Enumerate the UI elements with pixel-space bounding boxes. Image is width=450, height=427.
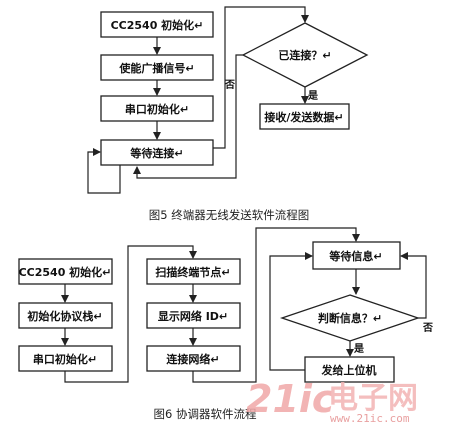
fig6-arrow-connect-wait xyxy=(192,227,360,383)
fig6-box-connect xyxy=(146,345,241,372)
figure-5: CC2540 初始化↵ 使能广播信号↵ 串口初始化↵ 等待连接↵ 已连接？↵ 接… xyxy=(87,6,369,222)
watermark-number: 21ic xyxy=(246,377,335,421)
watermark-url: www.21ic.com xyxy=(330,412,410,425)
fig5-box-init xyxy=(100,11,214,38)
fig6-box-protocol xyxy=(18,302,113,329)
fig6-label-show-id: 显示网络 ID↵ xyxy=(158,309,228,323)
fig5-label-send: 接收/发送数据↵ xyxy=(264,110,343,124)
fig6-arrow-serial-scan xyxy=(64,245,197,383)
fig6-label-init: CC2540 初始化↵ xyxy=(19,265,112,279)
watermark-cn: 电子网 xyxy=(328,381,418,416)
fig5-label-wait: 等待连接↵ xyxy=(129,146,183,160)
fig5-label-decision: 已连接？↵ xyxy=(278,48,331,62)
fig5-caption: 图5 终端器无线发送软件流程图 xyxy=(149,208,309,222)
fig5-no-label: 否 xyxy=(224,79,235,91)
fig6-box-send-pc xyxy=(304,356,395,383)
fig6-arrow-no xyxy=(400,252,427,319)
fig5-label-serial: 串口初始化↵ xyxy=(125,102,189,116)
fig6-box-scan xyxy=(146,258,241,285)
fig6-no-label: 否 xyxy=(422,322,433,334)
fig5-box-send xyxy=(259,103,350,130)
fig6-yes-label: 是 xyxy=(353,343,364,355)
fig5-arrow-no xyxy=(133,54,243,179)
fig6-box-serial xyxy=(18,345,113,372)
fig6-arrow-send-loop xyxy=(269,252,313,371)
fig6-label-scan: 扫描终端节点↵ xyxy=(155,265,230,279)
fig5-box-wait xyxy=(100,139,214,166)
fig5-arrow-wait-decision xyxy=(213,6,309,149)
fig5-yes-label: 是 xyxy=(307,90,318,102)
fig6-caption: 图6 协调器软件流程 xyxy=(154,407,257,421)
fig6-label-connect: 连接网络↵ xyxy=(166,352,219,366)
fig6-label-protocol: 初始化协议栈↵ xyxy=(27,309,102,323)
fig5-label-broadcast: 使能广播信号↵ xyxy=(118,61,194,75)
fig6-box-show-id xyxy=(146,302,241,329)
fig5-box-broadcast xyxy=(100,54,214,81)
fig6-label-decision: 判断信息？↵ xyxy=(318,311,382,325)
watermark-logo: 21ic 电子网 www.21ic.com xyxy=(246,377,418,425)
fig6-box-init xyxy=(18,258,113,285)
figure-6: CC2540 初始化↵ 初始化协议栈↵ 串口初始化↵ 扫描终端节点↵ 显示网络 … xyxy=(18,227,433,421)
fig6-label-wait-info: 等待信息↵ xyxy=(328,249,382,263)
fig5-label-init: CC2540 初始化↵ xyxy=(111,18,204,32)
fig6-label-serial: 串口初始化↵ xyxy=(33,352,97,366)
fig5-arrow-wait-loop xyxy=(87,148,121,194)
fig6-label-send-pc: 发给上位机 xyxy=(321,363,377,377)
